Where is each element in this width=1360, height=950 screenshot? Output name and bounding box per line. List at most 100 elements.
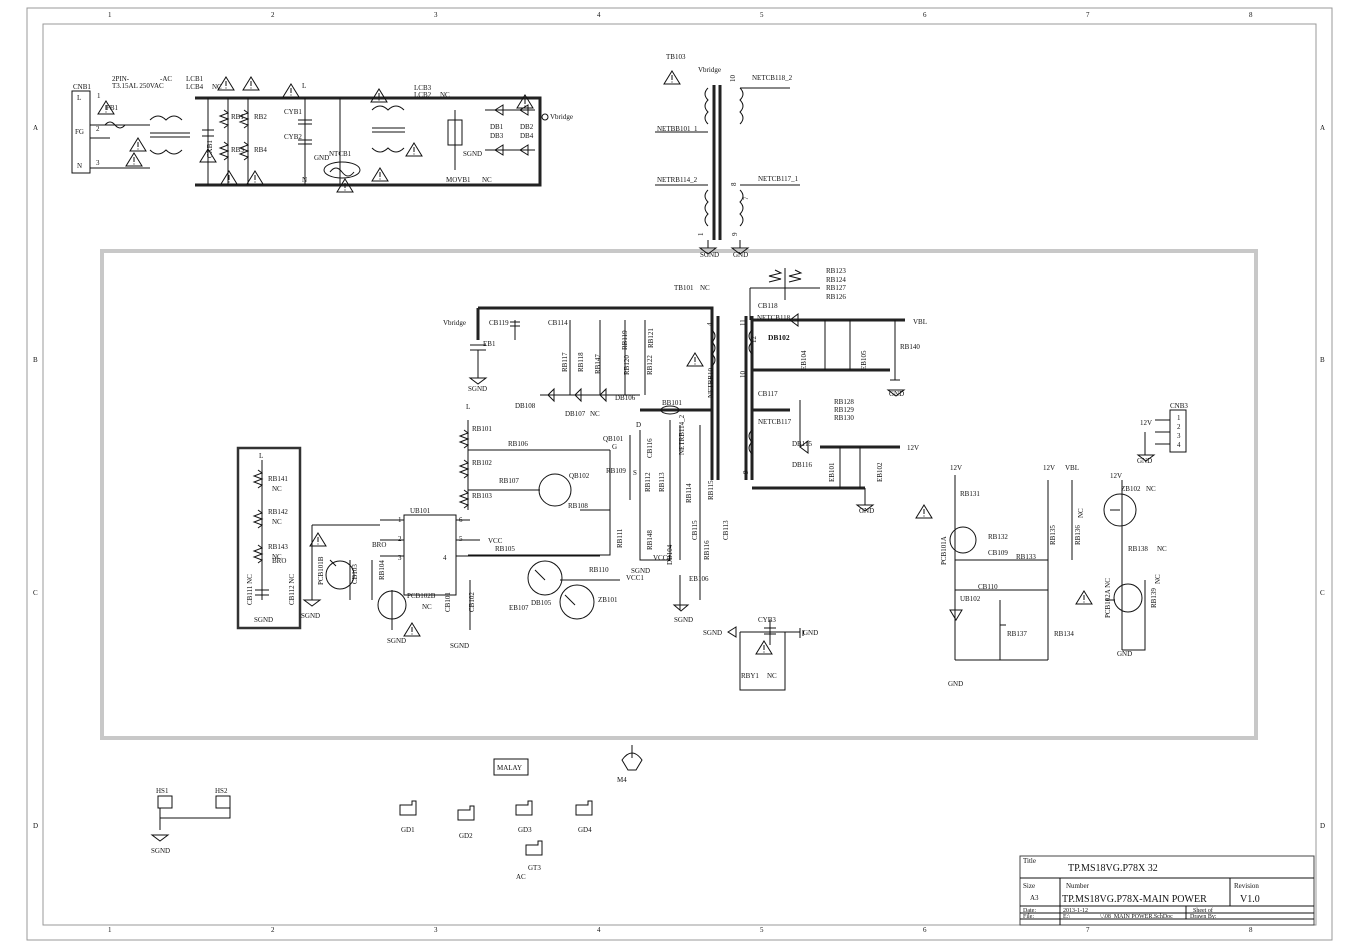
label-pcb101a: PCB101A (940, 536, 948, 565)
label-cyb2: CYB2 (284, 133, 302, 141)
label-netrb114: NETRB114_2 (657, 176, 698, 184)
label-eb104: EB104 (800, 350, 808, 370)
zone-col-3-bottom: 3 (434, 926, 438, 934)
label-v12-c: 12V (1110, 472, 1122, 480)
label-u5: 5 (459, 535, 463, 543)
label-p9: 9 (731, 232, 739, 236)
zone-row-D-right: D (1320, 822, 1325, 830)
label-sgnd-cy: SGND (703, 629, 722, 637)
label-db3: DB3 (490, 132, 504, 140)
label-rb121: RB121 (647, 328, 655, 348)
label-sgnd-b: SGND (468, 385, 487, 393)
warning-triangle-icon (403, 622, 421, 637)
label-sgnd-c: SGND (450, 642, 469, 650)
label-fg: FG (75, 128, 84, 136)
label-rb110: RB110 (589, 566, 609, 574)
label-v12-cn: 12V (1140, 419, 1152, 427)
label-cb110: CB110 (978, 583, 998, 591)
warning-triangle-icon (686, 352, 704, 367)
label-rb137: RB137 (1007, 630, 1027, 638)
label-fuse-rating: T3.15AL 250VAC (112, 82, 164, 90)
label-vbridge-a: Vbridge (550, 113, 573, 121)
warning-triangle-icon (242, 76, 260, 91)
label-qb101: QB101 (603, 435, 624, 443)
label-bro-box: BRO (272, 557, 286, 565)
cnb3-connector-body (1169, 409, 1187, 453)
label-nc136: NC (1077, 508, 1085, 518)
label-db2: DB2 (520, 123, 534, 131)
label-u1: 1 (398, 516, 402, 524)
zone-col-2-top: 2 (271, 11, 275, 19)
label-eb101: EB101 (828, 462, 836, 482)
title-block-text: Title TP.MS18VG.P78X 32 Size A3 Number T… (1023, 857, 1260, 920)
tb103-transformer (655, 85, 800, 255)
label-netcb117: NETCB117_1 (758, 175, 799, 183)
label-rb116: RB116 (703, 540, 711, 560)
label-eb106: EB106 (689, 575, 709, 583)
label-eb107: EB107 (509, 604, 529, 612)
file-path: \.\08_MAIN POWER.SchDoc (1100, 914, 1173, 920)
label-v12-b: 12V (1043, 464, 1055, 472)
label-fb1: FB1 (106, 104, 119, 112)
zone-row-A-right: A (1320, 124, 1325, 132)
label-db106: DB106 (615, 394, 636, 402)
label-u3: 3 (398, 554, 402, 562)
label-eb105: EB105 (860, 350, 868, 370)
label-l-cap: L (302, 82, 306, 90)
label-nc-top: NC (212, 83, 222, 91)
warning-triangle-icon (125, 152, 143, 167)
label-vbl-b: VBL (1065, 464, 1079, 472)
sub-block-frame (100, 249, 1258, 740)
label-rb127: RB127 (826, 284, 846, 292)
label-pcb102b: PCB102B (407, 592, 436, 600)
label-cyb1: CYB1 (284, 108, 302, 116)
label-gt3: GT3 (528, 864, 541, 872)
ub101-chip (403, 514, 457, 596)
label-gnd-cy: GND (803, 629, 818, 637)
label-rb115: RB115 (707, 480, 715, 500)
label-rb136: RB136 (1074, 525, 1082, 545)
label-n-cap: N (302, 176, 307, 184)
label-cb113: CB113 (722, 520, 730, 540)
label-rb131: RB131 (960, 490, 980, 498)
label-u4: 4 (443, 554, 447, 562)
warning-triangle-icon (217, 76, 235, 91)
label-l-box: L (259, 452, 263, 460)
label-netbb10v: NETBB10 (707, 368, 715, 398)
label-p1: 1 (697, 232, 705, 236)
label-nc-db107: NC (590, 410, 600, 418)
label-nc143: NC (272, 553, 282, 561)
zone-col-5-bottom: 5 (760, 926, 764, 934)
label-nc141: NC (272, 485, 282, 493)
label-rb2: RB2 (254, 113, 267, 121)
label-rb107: RB107 (499, 477, 519, 485)
zone-col-7-bottom: 7 (1086, 926, 1090, 934)
label-p12: 12 (750, 336, 758, 344)
drawing-number: TP.MS18VG.P78X-MAIN POWER (1062, 894, 1207, 905)
label-db4: DB4 (520, 132, 534, 140)
label-p7: 7 (742, 196, 750, 200)
label-rb114: RB114 (685, 483, 693, 503)
zone-col-4-bottom: 4 (597, 926, 601, 934)
label-nc138: NC (1157, 545, 1167, 553)
label-c2: 2 (1177, 423, 1181, 431)
label-vcc: VCC (488, 537, 503, 545)
label-hs2: HS2 (215, 787, 228, 795)
label-rb139: RB139 (1150, 588, 1158, 608)
warning-triangle-icon (370, 88, 388, 103)
label-fuse-type: 2PIN- (112, 75, 130, 83)
label-rb1: RB1 (231, 113, 244, 121)
warning-triangle-icon (309, 532, 327, 547)
label-rby1: RBY1 (741, 672, 759, 680)
label-cb112: CB112 NC (288, 574, 296, 605)
zone-row-A-left: A (33, 124, 38, 132)
label-cnb1: CNB1 (73, 83, 91, 91)
drawn-by-label: Drawn By: (1190, 914, 1217, 920)
label-pin1: 1 (97, 92, 101, 100)
label-sgnd-t: SGND (700, 251, 719, 259)
label-g: G (612, 443, 617, 451)
label-gnd-pc: GND (1117, 650, 1132, 658)
label-netcb117b: NETCB117 (758, 418, 792, 426)
label-ac: -AC (160, 75, 172, 83)
label-sgnd-d: SGND (631, 567, 650, 575)
